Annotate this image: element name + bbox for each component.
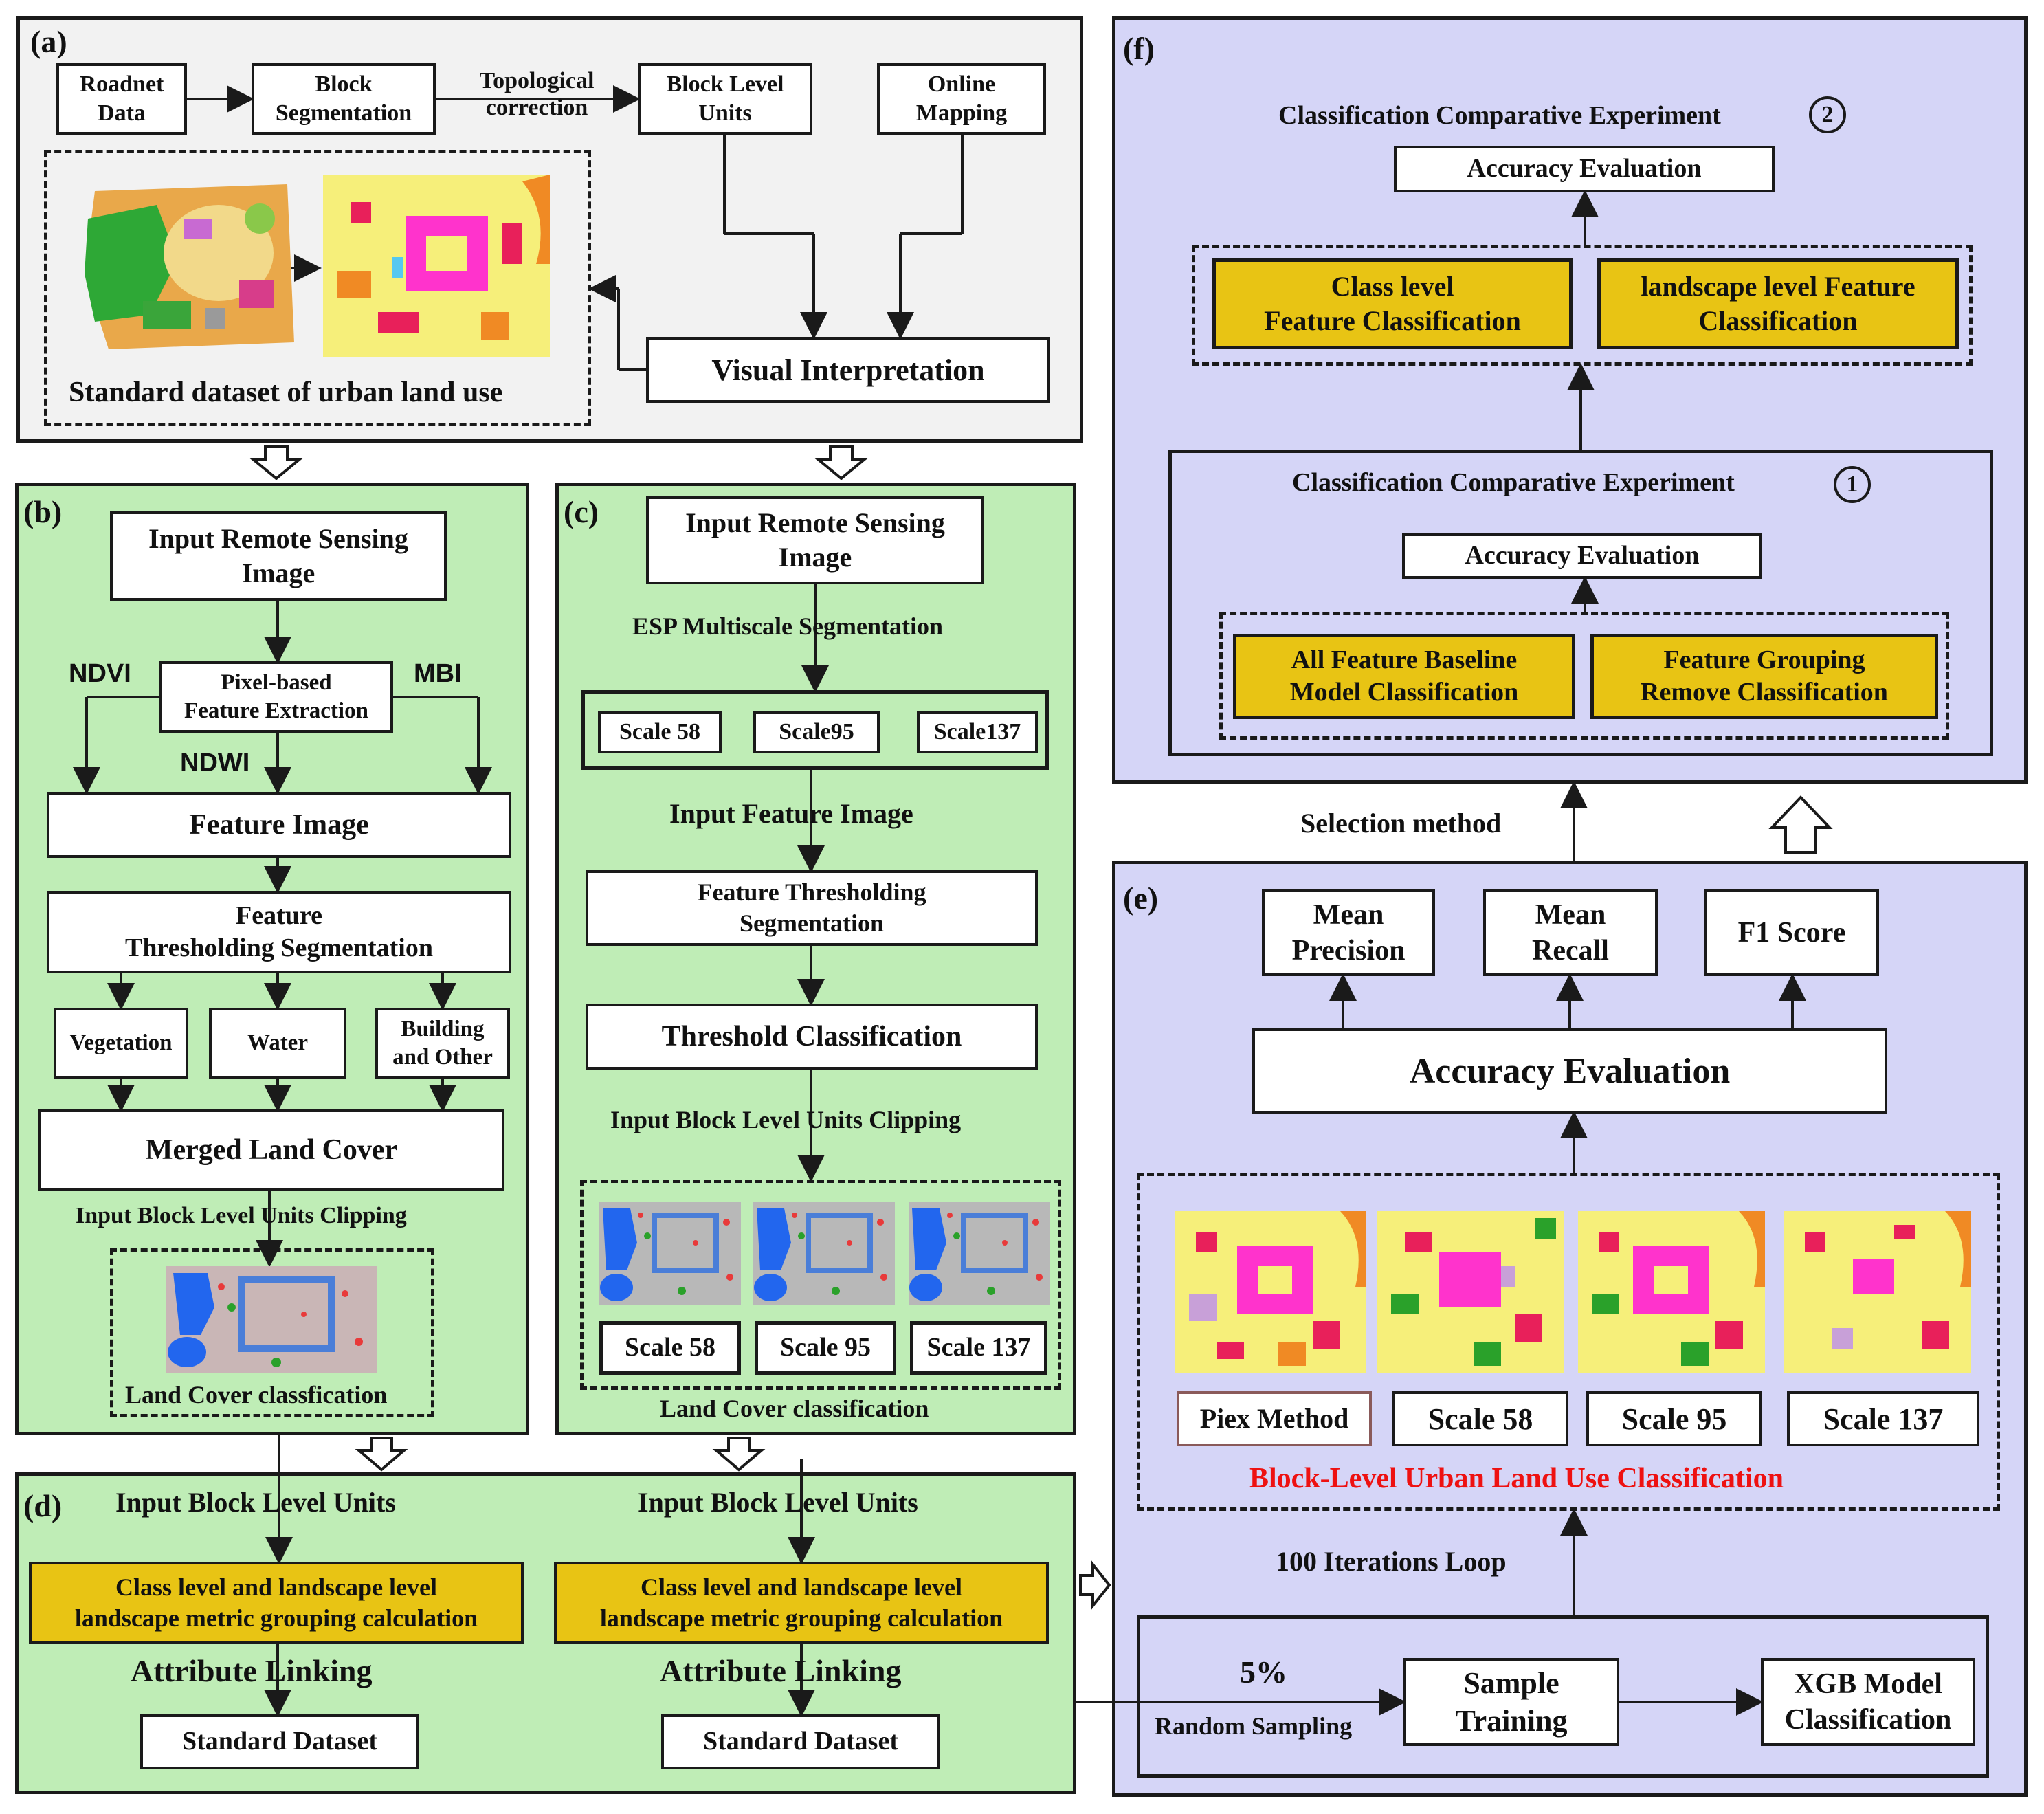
- roadnet-data-box: Roadnet Data: [56, 63, 187, 135]
- panel-b-label: (b): [23, 494, 63, 529]
- b-land-cover-label: Land Cover classfication: [125, 1381, 388, 1408]
- d-input-right-label: Input Block Level Units: [638, 1487, 918, 1518]
- f-feature-grouping-box: Feature Grouping Remove Classification: [1590, 634, 1938, 719]
- c-input-remote-sensing-box: Input Remote Sensing Image: [646, 496, 984, 584]
- d-attribute-right-label: Attribute Linking: [660, 1653, 902, 1688]
- c-map-scale137: [909, 1202, 1050, 1305]
- topological-correction-label: Topological correction: [479, 68, 595, 121]
- vegetation-box: Vegetation: [54, 1008, 188, 1079]
- input-feature-image-label: Input Feature Image: [669, 798, 913, 829]
- panel-f-label: (f): [1123, 31, 1155, 66]
- c-scale58-result-box: Scale 58: [599, 1321, 741, 1375]
- mbi-label: MBI: [414, 659, 462, 688]
- d-standard-dataset-right-box: Standard Dataset: [661, 1714, 940, 1769]
- c-scale58-box: Scale 58: [598, 711, 722, 753]
- random-sampling-label: Random Sampling: [1155, 1712, 1353, 1740]
- panel-e-label: (e): [1123, 881, 1159, 916]
- e-map-scale137: [1784, 1211, 1971, 1373]
- panel-c-label: (c): [564, 494, 599, 529]
- f-accuracy-mid-box: Accuracy Evaluation: [1402, 533, 1762, 579]
- e-scale58-box: Scale 58: [1392, 1391, 1568, 1446]
- f1-score-box: F1 Score: [1704, 889, 1879, 976]
- c-scale137-result-box: Scale 137: [910, 1321, 1047, 1375]
- b-input-remote-sensing-box: Input Remote Sensing Image: [110, 511, 447, 601]
- e-accuracy-evaluation-box: Accuracy Evaluation: [1252, 1028, 1887, 1114]
- c-map-scale95: [753, 1202, 895, 1305]
- iterations-loop-label: 100 Iterations Loop: [1276, 1546, 1507, 1577]
- c-scale95-result-box: Scale 95: [755, 1321, 896, 1375]
- merged-land-cover-box: Merged Land Cover: [38, 1109, 504, 1191]
- threshold-classification-box: Threshold Classification: [586, 1004, 1038, 1070]
- block-level-classification-label: Block-Level Urban Land Use Classificatio…: [1249, 1463, 1784, 1494]
- five-percent-label: 5%: [1240, 1655, 1287, 1690]
- f-experiment1-group: [1219, 612, 1949, 740]
- pixel-feature-extraction-box: Pixel-based Feature Extraction: [159, 661, 393, 733]
- selection-method-label: Selection method: [1300, 808, 1502, 839]
- c-clipping-label: Input Block Level Units Clipping: [610, 1106, 962, 1133]
- ndwi-label: NDWI: [180, 749, 250, 777]
- c-land-cover-label: Land Cover classification: [660, 1395, 929, 1422]
- online-mapping-box: Online Mapping: [877, 63, 1046, 135]
- b-land-cover-map: [166, 1266, 377, 1373]
- xgb-model-box: XGB Model Classification: [1761, 1658, 1975, 1746]
- e-map-piex: [1175, 1211, 1366, 1373]
- d-metric-right-box: Class level and landscape level landscap…: [554, 1562, 1049, 1644]
- panel-a-label: (a): [30, 24, 67, 59]
- b-clipping-label: Input Block Level Units Clipping: [76, 1203, 407, 1228]
- f-class-level-box: Class level Feature Classification: [1212, 258, 1573, 349]
- d-input-left-label: Input Block Level Units: [115, 1487, 396, 1518]
- building-other-box: Building and Other: [375, 1008, 510, 1079]
- land-use-raw-map: [85, 184, 294, 349]
- d-standard-dataset-left-box: Standard Dataset: [140, 1714, 419, 1769]
- sample-training-box: Sample Training: [1403, 1658, 1619, 1746]
- mean-recall-box: Mean Recall: [1483, 889, 1658, 976]
- f-experiment1-frame: [1168, 450, 1993, 756]
- mean-precision-box: Mean Precision: [1262, 889, 1435, 976]
- piex-method-box: Piex Method: [1177, 1391, 1372, 1446]
- block-level-units-box: Block Level Units: [638, 63, 812, 135]
- standard-dataset-label: Standard dataset of urban land use: [69, 377, 503, 408]
- feature-image-box: Feature Image: [47, 792, 511, 858]
- d-metric-left-box: Class level and landscape level landscap…: [29, 1562, 524, 1644]
- f-experiment2-label: Classification Comparative Experiment: [1278, 101, 1721, 130]
- e-map-scale95: [1578, 1211, 1765, 1373]
- f-experiment1-label: Classification Comparative Experiment: [1292, 468, 1735, 497]
- c-scale95-box: Scale95: [753, 711, 880, 753]
- c-scale137-box: Scale137: [917, 711, 1038, 753]
- e-map-scale58: [1377, 1211, 1564, 1373]
- f-exp1-number-circle: 1: [1834, 466, 1871, 503]
- land-use-standard-map: [323, 175, 550, 357]
- panel-d-label: (d): [23, 1488, 63, 1523]
- b-thresholding-segmentation-box: Feature Thresholding Segmentation: [47, 891, 511, 973]
- c-thresholding-segmentation-box: Feature Thresholding Segmentation: [586, 870, 1038, 946]
- block-segmentation-box: Block Segmentation: [252, 63, 436, 135]
- water-box: Water: [209, 1008, 346, 1079]
- ndvi-label: NDVI: [69, 659, 131, 688]
- f-exp2-number-circle: 2: [1809, 96, 1846, 133]
- e-scale95-box: Scale 95: [1586, 1391, 1762, 1446]
- c-map-scale58: [599, 1202, 741, 1305]
- visual-interpretation-box: Visual Interpretation: [646, 337, 1050, 403]
- esp-segmentation-label: ESP Multiscale Segmentation: [632, 612, 943, 640]
- d-attribute-left-label: Attribute Linking: [131, 1653, 373, 1688]
- f-accuracy-top-box: Accuracy Evaluation: [1394, 146, 1775, 192]
- f-landscape-level-box: landscape level Feature Classification: [1597, 258, 1959, 349]
- f-all-feature-box: All Feature Baseline Model Classificatio…: [1233, 634, 1575, 719]
- e-training-frame: [1137, 1615, 1989, 1778]
- e-scale137-box: Scale 137: [1787, 1391, 1979, 1446]
